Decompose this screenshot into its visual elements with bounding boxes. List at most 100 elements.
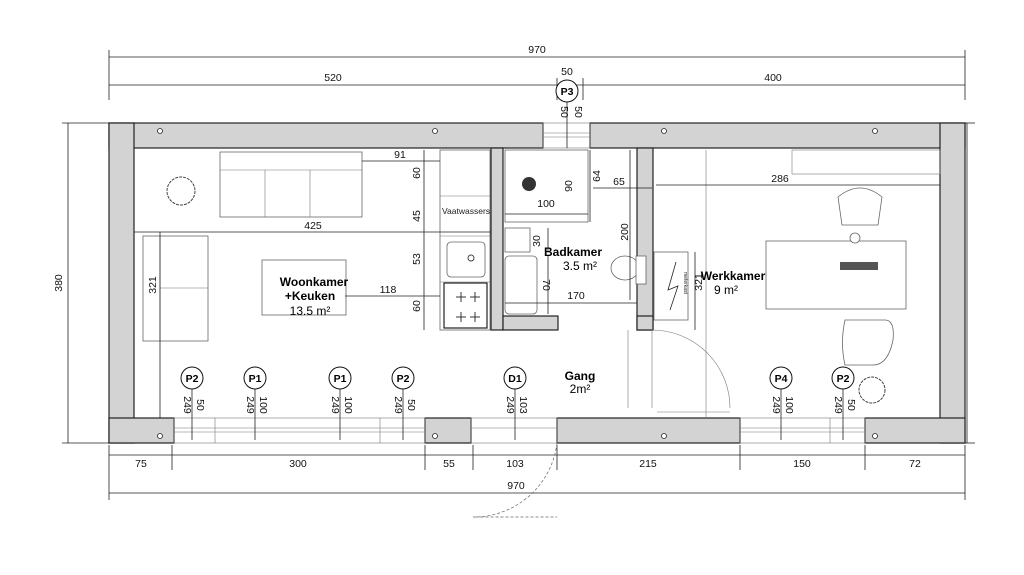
meter-cabinet <box>653 251 689 321</box>
tag-width: 100 <box>257 396 269 414</box>
tag-width: 50 <box>194 399 206 411</box>
dim-bottom-1: 75 <box>135 458 147 470</box>
tag-dim-b: 50 <box>572 106 584 118</box>
room-name-gang: Gang <box>565 369 596 383</box>
tag-label: P1 <box>249 373 262 385</box>
dim-60b: 60 <box>411 300 423 312</box>
washbasin-icon <box>504 255 538 315</box>
tag-label: P3 <box>561 86 574 98</box>
tag-height: 249 <box>392 396 404 414</box>
room-area-woonkamer: 13.5 m² <box>290 304 331 318</box>
dim-30: 30 <box>531 235 543 247</box>
dim-200: 200 <box>619 223 631 241</box>
dim-60a: 60 <box>411 167 423 179</box>
tag-width: 50 <box>845 399 857 411</box>
plant-icon <box>858 376 886 404</box>
tag-width: 100 <box>783 396 795 414</box>
opening-tag: P2 249 50 <box>831 366 857 440</box>
office-chair-icon <box>837 187 883 226</box>
dim-left-height: 380 <box>53 274 65 292</box>
plant-icon <box>166 176 196 206</box>
bathroom-door-swing <box>651 329 731 409</box>
tag-height: 249 <box>770 396 782 414</box>
tag-label: D1 <box>508 373 522 385</box>
dim-total-bottom: 970 <box>507 480 525 492</box>
dim-91: 91 <box>394 149 406 161</box>
opening-tag: P2 249 50 <box>180 366 206 440</box>
tag-label: P1 <box>334 373 347 385</box>
dim-bottom-4: 103 <box>506 458 524 470</box>
tag-width: 50 <box>405 399 417 411</box>
bottom-windows <box>173 122 866 444</box>
tag-height: 249 <box>329 396 341 414</box>
dim-100: 100 <box>537 198 555 210</box>
tag-height: 249 <box>832 396 844 414</box>
room-area-gang: 2m² <box>570 382 591 396</box>
outer-walls <box>108 122 966 444</box>
living-furniture <box>142 151 886 404</box>
tag-label: P4 <box>775 373 788 385</box>
dim-45: 45 <box>411 210 423 222</box>
kitchen: Vaatwassers <box>439 149 491 331</box>
dim-bottom-3: 55 <box>443 458 455 470</box>
dishwasher-label: Vaatwassers <box>442 206 490 216</box>
dim-bottom-5: 215 <box>639 458 657 470</box>
meter-label: meterkast <box>682 272 688 295</box>
opening-tag: P1 249 100 <box>243 366 269 440</box>
dim-90: 90 <box>563 180 575 192</box>
room-area-werkkamer: 9 m² <box>714 283 738 297</box>
room-name-werkkamer: Werkkamer <box>701 269 766 283</box>
office-furniture <box>765 149 941 366</box>
dim-bottom-7: 72 <box>909 458 921 470</box>
dim-321-living: 321 <box>147 276 159 294</box>
dim-321-office: 321 <box>693 273 705 291</box>
dim-top-3: 400 <box>764 72 782 84</box>
dim-top-1: 520 <box>324 72 342 84</box>
opening-tag: P1 249 100 <box>328 366 354 440</box>
cooktop-icon <box>443 282 488 329</box>
tag-height: 249 <box>504 396 516 414</box>
dim-bottom-6: 150 <box>793 458 811 470</box>
dim-425: 425 <box>304 220 322 232</box>
entry-door-swing <box>472 442 558 518</box>
tag-width: 100 <box>342 396 354 414</box>
dim-64: 64 <box>591 170 603 182</box>
interior-dims: 91 60 45 53 60 425 321 118 100 90 64 65 … <box>134 149 940 418</box>
dim-286: 286 <box>771 173 789 185</box>
room-name2-woonkamer: +Keuken <box>285 289 335 303</box>
desk <box>765 240 907 310</box>
room-area-badkamer: 3.5 m² <box>563 259 597 273</box>
keyboard-icon <box>840 262 878 270</box>
room-labels: Woonkamer +Keuken 13.5 m² Badkamer 3.5 m… <box>280 245 766 396</box>
tag-height: 249 <box>181 396 193 414</box>
tag-label: P2 <box>837 373 850 385</box>
dim-70: 70 <box>540 279 552 291</box>
sink-icon <box>446 241 486 278</box>
dim-bottom-2: 300 <box>289 458 307 470</box>
dim-118: 118 <box>380 284 397 296</box>
dim-53: 53 <box>411 253 423 265</box>
opening-tag-p3: P3 50 50 <box>555 79 584 148</box>
opening-tag: P4 249 100 <box>769 366 795 440</box>
tag-width: 103 <box>517 396 529 414</box>
tag-label: P2 <box>186 373 199 385</box>
tag-height: 249 <box>244 396 256 414</box>
room-name-badkamer: Badkamer <box>544 245 602 259</box>
dim-170: 170 <box>567 290 585 302</box>
toilet-icon <box>610 255 640 281</box>
tag-dim-a: 50 <box>558 106 570 118</box>
dimension-lines: 970 520 50 400 380 380 75 300 55 103 215… <box>53 44 975 500</box>
tag-label: P2 <box>397 373 410 385</box>
interior-walls <box>490 147 654 331</box>
armchair-icon <box>842 319 894 366</box>
opening-tag: D1 249 103 <box>503 366 529 440</box>
opening-tag: P2 249 50 <box>391 366 417 440</box>
dim-top-2: 50 <box>561 66 573 78</box>
room-name-woonkamer: Woonkamer <box>280 275 349 289</box>
dim-65: 65 <box>613 176 625 188</box>
bathroom-fixtures: meterkast <box>504 149 689 321</box>
dim-total-top: 970 <box>528 44 546 56</box>
opening-tags: P2 249 50 P1 249 100 P1 249 100 P2 249 5… <box>180 366 857 440</box>
electric-icon <box>667 261 679 311</box>
